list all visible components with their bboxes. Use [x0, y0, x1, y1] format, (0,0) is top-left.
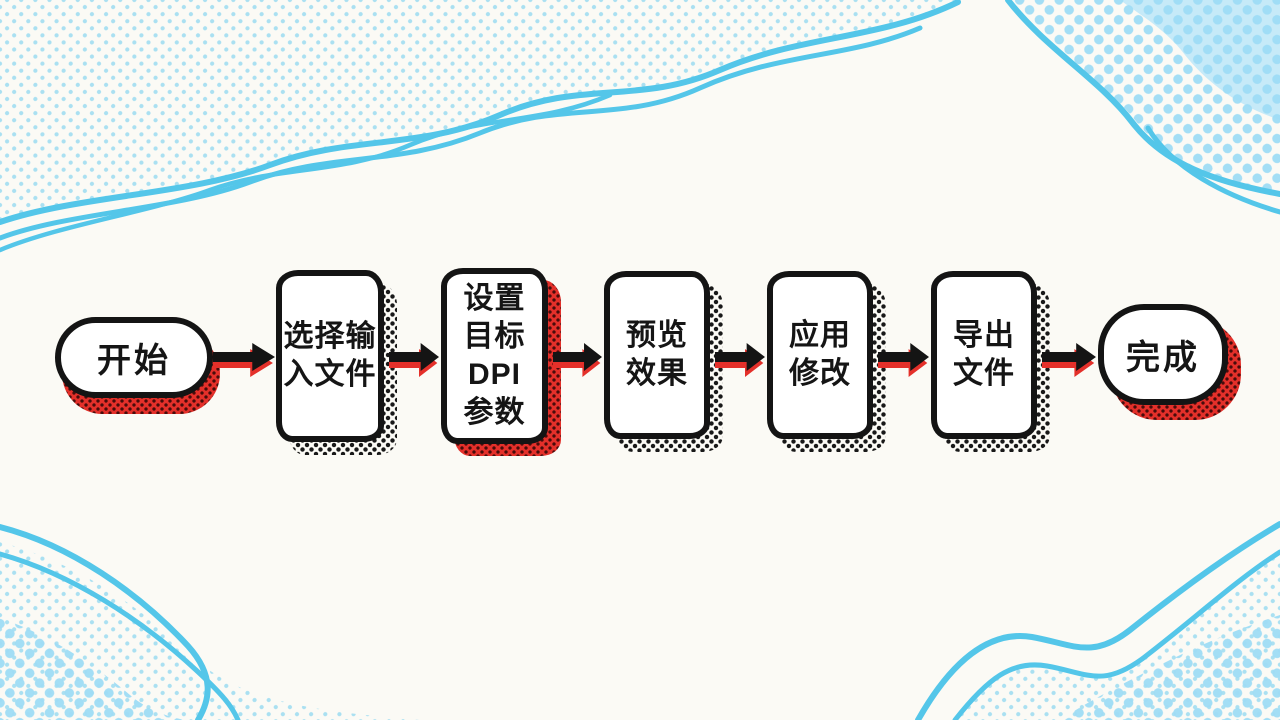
flow-node-start: 开始: [55, 317, 220, 414]
flow-arrow-icon: [1042, 337, 1096, 377]
node-label: 导出 文件: [953, 319, 1015, 390]
node-label: 选择输 入文件: [283, 320, 377, 391]
node-label: 预览 效果: [626, 319, 688, 390]
flow-node-apply-changes: 应用 修改: [767, 271, 886, 452]
flow-node-export-file: 导出 文件: [931, 271, 1050, 452]
node-label: 开始: [97, 342, 171, 380]
node-label: 设置 目标 DPI 参数: [463, 282, 526, 429]
node-label: 完成: [1126, 339, 1200, 377]
node-shape-stadium: 开始: [55, 317, 213, 398]
flow-node-set-target-dpi: 设置 目标 DPI 参数: [441, 268, 561, 456]
flow-node-preview-effect: 预览 效果: [604, 271, 723, 452]
decor-top-right: [1005, 0, 1280, 215]
flow-arrow-icon: [389, 337, 439, 377]
node-shape-rect: 应用 修改: [767, 271, 873, 439]
flow-arrow-icon: [878, 337, 929, 377]
flow-arrow-icon: [715, 337, 765, 377]
node-shape-rounded: 完成: [1098, 304, 1228, 405]
node-shape-rect: 设置 目标 DPI 参数: [441, 268, 548, 444]
decor-bottom-left: [0, 524, 420, 720]
flow-node-select-input-file: 选择输 入文件: [276, 270, 397, 455]
flow-arrow-icon: [553, 337, 602, 377]
node-shape-rect: 预览 效果: [604, 271, 710, 439]
decor-bottom-right: [915, 521, 1280, 720]
flow-node-end: 完成: [1098, 304, 1241, 420]
flow-arrow-icon: [213, 337, 275, 377]
decor-top-left: [0, 0, 961, 253]
node-shape-rect: 选择输 入文件: [276, 270, 384, 442]
node-label: 应用 修改: [789, 319, 851, 390]
node-shape-rect: 导出 文件: [931, 271, 1037, 439]
